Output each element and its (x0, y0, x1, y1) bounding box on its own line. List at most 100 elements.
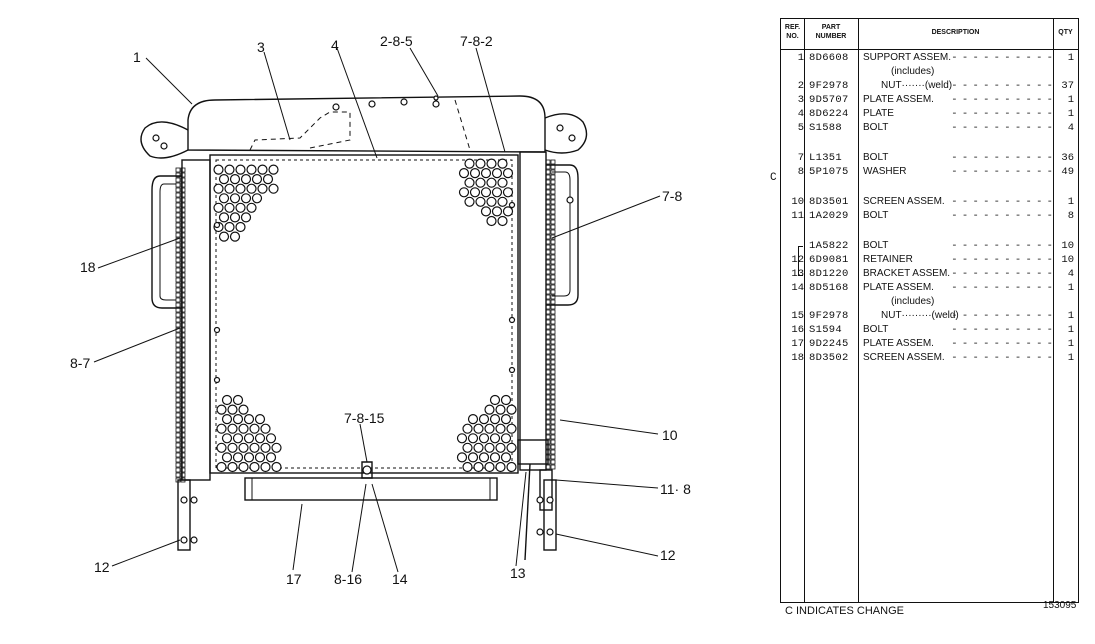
row-part-number: 9D2245 (809, 338, 849, 350)
dot-leader: - - - - - - - - - - (951, 240, 1053, 252)
dot-leader: - - - - - - - - - - (951, 338, 1053, 350)
bottom-plate-assembly (244, 477, 498, 501)
right-hardware-stack (536, 479, 557, 551)
callout-10: 10 (662, 427, 678, 443)
row-description: BOLT (863, 324, 889, 335)
table-row: (includes) (781, 65, 1078, 79)
row-ref: 2 (797, 80, 804, 92)
row-description: SCREEN ASSEM. (863, 196, 945, 207)
row-description: PLATE ASSEM. (863, 282, 934, 293)
header-ref-line2: NO. (786, 33, 799, 40)
row-ref: 13 (791, 268, 804, 280)
weld-nut-holes (332, 95, 440, 111)
row-ref: 3 (797, 94, 804, 106)
header-part-line1: PART (821, 24, 841, 31)
callout-17: 17 (286, 571, 302, 587)
parts-illustration: 1 3 4 2-8-5 7-8-2 7-8 18 8-7 7-8-15 10 1… (70, 33, 691, 587)
header-part-line2: NUMBER (815, 33, 847, 40)
row-part-number: 1A2029 (809, 210, 849, 222)
dot-leader: - - - - - - - - - - (951, 282, 1053, 294)
row-qty: 4 (1067, 122, 1074, 134)
dot-leader: - - - - - - - - - - (951, 152, 1053, 164)
row-part-number: 8D1220 (809, 268, 849, 280)
dot-leader: - - - - - - - - - - (951, 210, 1053, 222)
dot-leader: - - - - - - - - - - (951, 254, 1053, 266)
row-description: PLATE ASSEM. (863, 94, 934, 105)
row-description: BRACKET ASSEM. (863, 268, 951, 279)
center-bolt (361, 461, 373, 479)
row-qty: 8 (1067, 210, 1074, 222)
row-qty: 4 (1067, 268, 1074, 280)
row-ref: 11 (791, 210, 804, 222)
row-qty: 1 (1067, 94, 1074, 106)
dot-leader: - - - - - - - - - - (951, 310, 1053, 322)
header-description: DESCRIPTION (931, 29, 980, 36)
support-assembly (187, 95, 546, 153)
right-bracket-assembly (517, 439, 553, 561)
callout-7-8-2: 7-8-2 (460, 33, 493, 49)
callout-3: 3 (257, 39, 265, 55)
row-qty: 1 (1067, 52, 1074, 64)
right-mounting-ear (544, 113, 588, 154)
header-divider (781, 49, 1078, 50)
row-ref: 1 (797, 52, 804, 64)
table-row: 11 1A2029 BOLT 8 - - - - - - - - - - (781, 209, 1078, 223)
dot-leader: - - - - - - - - - - (951, 352, 1053, 364)
left-hardware-stack (177, 479, 198, 551)
callout-1: 1 (133, 49, 141, 65)
dot-leader: - - - - - - - - - - (951, 196, 1053, 208)
row-qty: 1 (1067, 352, 1074, 364)
callout-14: 14 (392, 571, 408, 587)
header-ref: REF. NO. (781, 23, 804, 41)
dot-leader: - - - - - - - - - - (951, 268, 1053, 280)
row-description: NUT·········(weld) (881, 310, 959, 321)
header-ref-line1: REF. (784, 24, 801, 31)
row-ref: 15 (791, 310, 804, 322)
left-side-screen (151, 159, 211, 483)
row-brace-12 (798, 246, 803, 276)
row-part-number: 9F2978 (809, 310, 849, 322)
row-ref: 8 (797, 166, 804, 178)
row-part-number: S1594 (809, 324, 843, 336)
row-ref: 12 (791, 254, 804, 266)
row-description: BOLT (863, 210, 889, 221)
row-description: SCREEN ASSEM. (863, 352, 945, 363)
dot-leader: - - - - - - - - - - (951, 52, 1053, 64)
callout-18: 18 (80, 259, 96, 275)
ref-column (781, 19, 805, 602)
perforation-clusters (213, 158, 517, 473)
row-description: BOLT (863, 152, 889, 163)
row-part-number: 9D5707 (809, 94, 849, 106)
dot-leader: - - - - - - - - - - (951, 108, 1053, 120)
row-qty: 10 (1061, 254, 1074, 266)
row-qty: 1 (1067, 108, 1074, 120)
row-part-number: 6D9081 (809, 254, 849, 266)
drawing-number: 153095 (1043, 600, 1077, 611)
row-description: (includes) (891, 66, 935, 77)
row-description: (includes) (891, 296, 935, 307)
row-description: SUPPORT ASSEM. (863, 52, 951, 63)
dot-leader: - - - - - - - - - - (951, 80, 1053, 92)
table-row: 13 8D1220 BRACKET ASSEM. 4 - - - - - - - - -… (781, 267, 1078, 281)
row-qty: 1 (1067, 310, 1074, 322)
row-part-number: L1351 (809, 152, 843, 164)
callout-4: 4 (331, 37, 339, 53)
dot-leader: - - - - - - - - - - (951, 94, 1053, 106)
callout-12-left: 12 (94, 559, 110, 575)
callout-11-8: 11· 8 (660, 481, 691, 497)
row-part-number: 8D6224 (809, 108, 849, 120)
callout-7-8-15: 7-8-15 (344, 410, 385, 426)
row-ref: 17 (791, 338, 804, 350)
dot-leader: - - - - - - - - - - (951, 122, 1053, 134)
row-part-number: 8D6608 (809, 52, 849, 64)
row-part-number: 5P1075 (809, 166, 849, 178)
